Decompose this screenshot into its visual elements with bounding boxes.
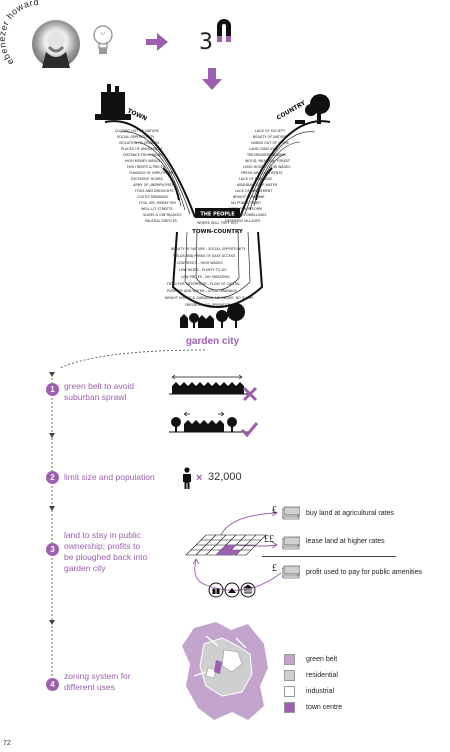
step-2-number: 2 [46, 471, 59, 484]
country-line-13: NO PUBLIC SPIRIT [231, 201, 262, 205]
country-line-16: DESERTED VILLAGES [225, 219, 260, 223]
tc-line-3: LOW RENTS - HIGH WAGES [177, 261, 223, 265]
country-line-9: LACK OF DRAINAGE [239, 177, 272, 181]
legend-green-belt: green belt [306, 656, 338, 663]
three-magnets-diagram: CLOSING OUT OF NATURE SOCIAL OPPORTUNITY… [95, 84, 331, 308]
sprawl-diagram [169, 374, 258, 402]
zoning-map [182, 622, 268, 720]
banknotes-icon-3 [282, 565, 300, 579]
town-line-1: CLOSING OUT OF NATURE [115, 129, 159, 133]
lightbulb-icon [93, 25, 113, 54]
amenity-icons [208, 582, 256, 598]
town-line-12: COSTLY DRAINAGE [137, 195, 169, 199]
the-people-banner: THE PEOPLE WHERE WILL THEY GO? TOWN-COUN… [192, 208, 244, 235]
country-label: COUNTRY [276, 99, 308, 121]
town-line-2: SOCIAL OPPORTUNITY [117, 135, 155, 139]
times-symbol: × [196, 472, 203, 484]
tc-line-5: LOW PRICES - NO SWEATING [181, 275, 230, 279]
person-icon [183, 467, 191, 489]
banknotes-icon-1 [282, 506, 300, 520]
money-label-3: profit used to pay for public amenities [306, 569, 422, 576]
legend-swatch-residential [284, 670, 295, 681]
tc-line-2: FIELDS AND PARKS OF EASY ACCESS [173, 254, 235, 258]
country-line-1: LACK OF SOCIETY [255, 129, 286, 133]
legend-swatch-green-belt [284, 654, 295, 665]
tc-line-8: BRIGHT HOMES & GARDENS, NO SMOKE, NO SLU… [165, 296, 253, 300]
town-line-4: PLACES OF AMUSEMENT [121, 147, 163, 151]
tc-line-6: FIELD FOR ENTERPRISE - FLOW OF CAPITAL [167, 282, 240, 286]
step-1-number: 1 [46, 383, 59, 396]
country-line-4: LAND LYING IDLE [249, 147, 278, 151]
author-name-arc: ebenezer howard [0, 0, 39, 67]
country-line-15: CROWDED DWELLINGS [227, 213, 266, 217]
town-line-14: WELL-LIT STREETS [141, 207, 173, 211]
greenbelt-diagram [169, 411, 259, 438]
garden-city-icon [180, 303, 245, 328]
country-line-11: LACK OF AMUSEMENT [235, 189, 273, 193]
town-line-7: HIGH RENTS & PRICES [127, 165, 165, 169]
step-4-number: 4 [46, 678, 59, 691]
garden-city-label: garden city [185, 336, 240, 347]
town-line-11: FOGS AND DROUGHTS [135, 189, 174, 193]
money-symbol-1: £ [272, 505, 277, 516]
banknotes-icon-2 [282, 536, 300, 550]
money-divider [262, 556, 396, 557]
town-line-8: CHANCES OF EMPLOYMENT [129, 171, 176, 175]
legend-town-centre: town centre [306, 704, 343, 711]
tc-line-9: FREEDOM - CO-OPERATION [185, 303, 231, 307]
magnet-icon [217, 19, 231, 42]
town-country-magnet [171, 231, 264, 308]
money-label-2: lease land at higher rates [306, 538, 385, 545]
tc-line-4: LOW RATES - PLENTY TO DO [179, 268, 227, 272]
town-line-15: SLUMS & GIN PALACES [143, 213, 182, 217]
tc-line-7: PURE AIR AND WATER - GOOD DRAINAGE [167, 289, 237, 293]
country-line-8: FRESH AIR - LOW RENTS [241, 171, 282, 175]
money-label-1: buy land at agricultural rates [306, 510, 394, 517]
legend-residential: residential [306, 672, 338, 679]
tc-line-1: BEAUTY OF NATURE - SOCIAL OPPORTUNITY [171, 247, 246, 251]
arrow-down-icon [202, 68, 222, 90]
country-line-12: BRIGHT SUNSHINE [233, 195, 265, 199]
step-3-number: 3 [46, 543, 59, 556]
country-line-3: HANDS OUT OF WORK [251, 141, 290, 145]
country-line-2: BEAUTY OF NATURE [253, 135, 287, 139]
town-line-5: DISTANCE FROM WORK [123, 153, 163, 157]
country-line-14: NEED FOR REFORM [229, 207, 262, 211]
town-line-10: ARMY OF UNEMPLOYED [133, 183, 173, 187]
legend-swatch-town-centre [284, 702, 295, 713]
country-line-10: ABUNDANCE OF WATER [237, 183, 278, 187]
step-2-text: limit size and population [64, 472, 155, 482]
tree-icon [295, 94, 330, 124]
town-magnet [104, 120, 196, 218]
factory-icon [95, 84, 131, 120]
town-line-9: EXCESSIVE HOURS [131, 177, 163, 181]
town-line-16: PALATIAL EDIFICES [145, 219, 177, 223]
page-number: 72 [3, 740, 11, 747]
country-line-7: LONG HOURS - LOW WAGES [243, 165, 290, 169]
town-line-6: HIGH MONEY WAGES [125, 159, 161, 163]
country-line-5: TRESPASSERS BEWARE [246, 153, 286, 157]
town-line-13: FOUL AIR, MURKY SKY [139, 201, 177, 205]
number-three: 3 [199, 30, 213, 55]
land-value-diagram [185, 509, 282, 598]
population-value: 32,000 [208, 471, 242, 483]
town-country-label: TOWN-COUNTRY [192, 229, 244, 235]
town-line-3: ISOLATION OF CROWDS [119, 141, 159, 145]
legend-swatch-industrial [284, 686, 295, 697]
howard-portrait [32, 20, 80, 68]
people-banner-text: THE PEOPLE [200, 212, 235, 218]
legend-industrial: industrial [306, 688, 335, 695]
country-line-6: WOOD, MEADOW, FOREST [245, 159, 291, 163]
money-symbol-2: ££ [264, 534, 274, 545]
flow-line [49, 349, 206, 685]
money-symbol-3: £ [272, 563, 277, 574]
people-question: WHERE WILL THEY GO? [197, 221, 238, 225]
arrow-right-icon [146, 33, 168, 51]
